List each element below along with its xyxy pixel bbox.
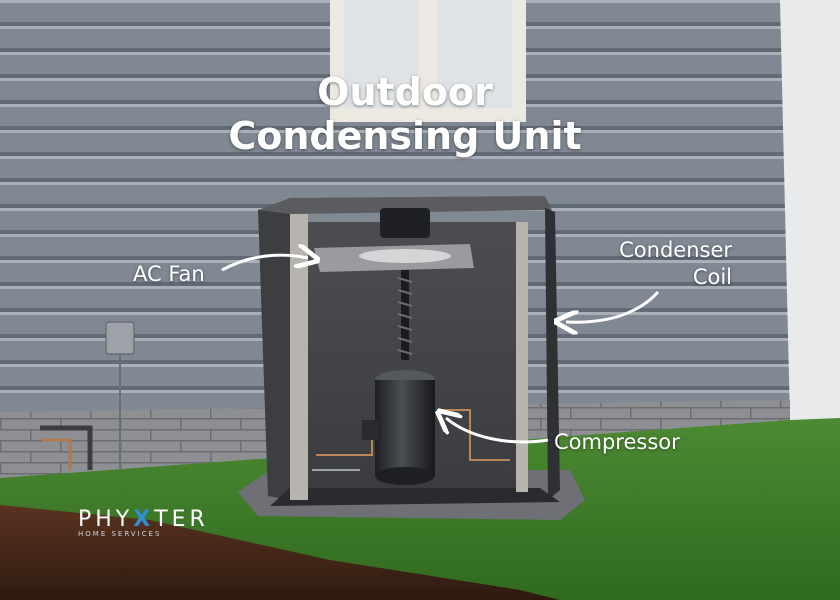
ac-fan-label: AC Fan: [133, 262, 205, 286]
ac-fan-arrow: [221, 255, 308, 272]
window: [330, 0, 526, 122]
brand-logo: PHYXTER HOME SERVICES: [78, 507, 238, 538]
logo-name-part-1: PHY: [78, 507, 134, 532]
logo-name-part-2: TER: [154, 507, 209, 532]
soil-cross-section: [0, 505, 560, 600]
title-line-2: Condensing Unit: [228, 114, 582, 158]
condenser-coil-label: Condenser Coil: [600, 237, 732, 291]
condensing-unit: [258, 196, 560, 506]
compressor-arrow: [446, 418, 549, 444]
compressor-label: Compressor: [554, 430, 680, 454]
electrical-disconnect: [105, 321, 135, 470]
logo-x-mark: X: [133, 507, 155, 532]
title-line-1: Outdoor: [317, 70, 493, 114]
condenser-coil-label-line-1: Condenser: [619, 238, 732, 262]
refrigerant-lines: [40, 425, 93, 470]
condenser-coil-label-line-2: Coil: [692, 265, 732, 289]
logo-wordmark: PHYXTER: [78, 507, 238, 532]
logo-tagline: HOME SERVICES: [78, 530, 162, 538]
condenser-coil-arrow: [566, 290, 660, 322]
diagram-title: Outdoor Condensing Unit: [0, 70, 810, 158]
